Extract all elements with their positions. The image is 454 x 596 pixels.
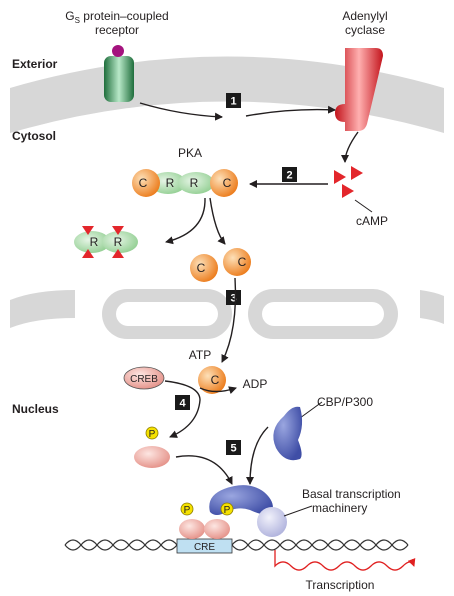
free-catalytic-subunits: C C: [190, 248, 251, 282]
adenylyl-cyclase-label-2: cyclase: [345, 23, 385, 37]
step-5-box: [226, 440, 241, 455]
dissociation-arrow-c: [209, 197, 226, 245]
cbp-arrow: [246, 426, 269, 485]
pka-c-right-label: C: [223, 176, 232, 190]
receptor-label-line2: receptor: [95, 23, 139, 37]
bound-transcription-complex: P P: [179, 485, 287, 539]
cbp-label: CBP/P300: [317, 395, 373, 409]
step-3-number: 3: [230, 293, 236, 305]
free-catalytic-1: [190, 254, 218, 282]
regulatory-dimer-camp: R R: [74, 226, 138, 258]
phosphate-1-label: P: [149, 429, 156, 440]
phosphate-3: [220, 502, 234, 516]
nuclear-c-label: C: [211, 373, 220, 387]
gs-receptor: [104, 56, 134, 102]
pka-r2-label: R: [190, 176, 199, 190]
step-1-box: [226, 93, 241, 108]
pka-catalytic-left: [132, 169, 160, 197]
phosphate-2: [180, 502, 194, 516]
cyclase-to-camp-arrow: [341, 131, 359, 163]
pka-label: PKA: [178, 146, 202, 160]
phospho-creb: [134, 446, 170, 468]
free-regulatory-1: [74, 231, 110, 253]
pka-regulatory-2: [178, 172, 214, 194]
basal-leader-line: [283, 505, 313, 517]
phospho-creb-arrow: [175, 455, 233, 485]
transcript-rna: [274, 550, 416, 571]
basal-machinery-label-2: machinery: [312, 501, 367, 515]
pka-catalytic-right: [210, 169, 238, 197]
basal-transcription-machinery: [257, 507, 287, 537]
free-regulatory-2: [102, 231, 138, 253]
step-2-box: [282, 167, 297, 182]
cre-label: CRE: [194, 542, 215, 553]
ligand: [112, 45, 124, 57]
creb-label: CREB: [130, 374, 158, 385]
free-c2-label: C: [238, 255, 247, 269]
free-r1-label: R: [90, 235, 99, 249]
camp-label: cAMP: [356, 214, 388, 228]
adenylyl-cyclase-label-1: Adenylyl: [342, 9, 387, 23]
creb-phosphorylation-arrow: [164, 380, 201, 438]
free-r2-label: R: [114, 235, 123, 249]
step-1-number: 1: [230, 96, 236, 108]
cbp-p300: [273, 406, 303, 461]
bound-creb-1: [179, 519, 205, 539]
bound-creb-2: [204, 519, 230, 539]
adp-label: ADP: [243, 377, 268, 391]
phosphate-2-label: P: [184, 505, 191, 516]
step-3-box: [226, 290, 241, 305]
step-4-number: 4: [179, 398, 186, 410]
cre-element: [176, 538, 233, 554]
camp-molecules: [334, 166, 363, 198]
pka-regulatory-1: [150, 172, 186, 194]
adp-arrow: [199, 386, 237, 395]
transcription-label: Transcription: [306, 578, 375, 592]
nucleus-label: Nucleus: [12, 402, 59, 416]
step-1-arrow-b: [245, 105, 336, 117]
pka-holoenzyme: C R R C: [132, 169, 238, 197]
step-2-number: 2: [286, 170, 292, 182]
step-1-arrow-a: [139, 102, 223, 121]
step-3-arrow: [221, 277, 237, 363]
step-5-number: 5: [230, 443, 236, 455]
exterior-label: Exterior: [12, 57, 58, 71]
creb: [123, 366, 165, 390]
basal-machinery-label-1: Basal transcription: [302, 487, 401, 501]
free-catalytic-2: [223, 248, 251, 276]
nuclear-envelope: [10, 289, 444, 339]
atp-label: ATP: [189, 348, 211, 362]
adenylyl-cyclase: [335, 48, 383, 131]
pka-c-left-label: C: [139, 176, 148, 190]
dissociation-arrow-r: [165, 197, 206, 245]
cbp-leader-line: [299, 401, 323, 419]
dna-double-helix: [64, 539, 409, 551]
receptor-label: GS protein–coupled: [65, 9, 168, 25]
pka-r1-label: R: [166, 176, 175, 190]
camp-leader-line: [354, 199, 373, 213]
phosphate-3-label: P: [224, 505, 231, 516]
phosphate-1: [145, 426, 159, 440]
step-4-box: [175, 395, 190, 410]
cytosol-label: Cytosol: [12, 129, 56, 143]
free-c1-label: C: [197, 261, 206, 275]
nuclear-catalytic-subunit: [198, 366, 226, 394]
